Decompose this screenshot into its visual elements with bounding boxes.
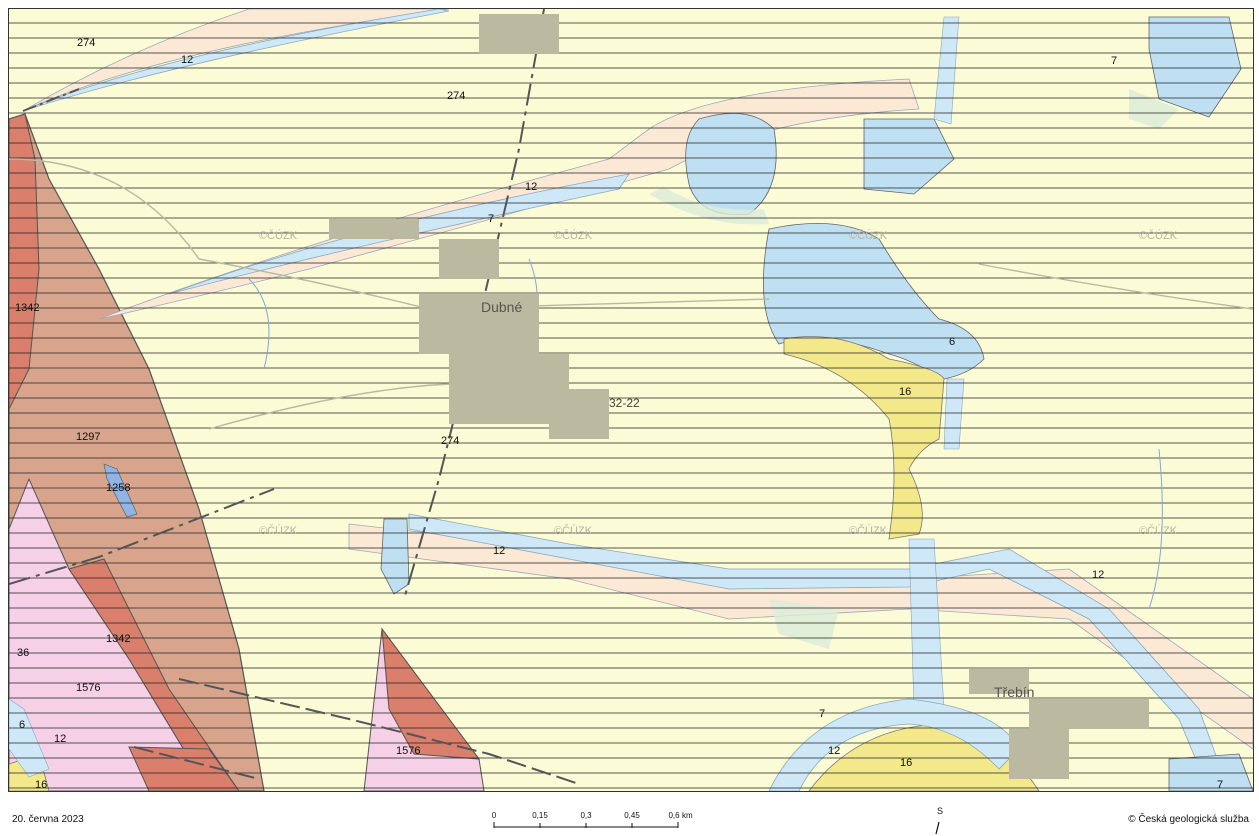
scale-bar: 0 0,15 0,3 0,45 0,6 km xyxy=(492,811,693,828)
watermark: ©ČÚZK xyxy=(554,229,593,242)
unit-label: 7 xyxy=(1111,55,1117,67)
copyright-credit: © Česká geologická služba xyxy=(1128,814,1249,825)
hatch-overlay xyxy=(9,9,1253,791)
unit-label: 16 xyxy=(900,757,912,769)
unit-label: 1297 xyxy=(76,431,100,443)
unit-label: 1342 xyxy=(106,633,130,645)
unit-label: 16 xyxy=(899,386,911,398)
scale-tick-label: 0 xyxy=(492,811,497,820)
unit-label: 1576 xyxy=(76,682,100,694)
scale-tick-label: 0,15 xyxy=(532,811,548,820)
scale-unit: km xyxy=(682,811,693,820)
watermark: ©ČÚZK xyxy=(849,229,888,242)
unit-label: 274 xyxy=(441,435,459,447)
town-label-trebin: Třebín xyxy=(994,684,1034,700)
watermark: ©ČÚZK xyxy=(1139,524,1178,537)
watermark: ©ČÚZK xyxy=(259,524,298,537)
unit-label: 7 xyxy=(488,213,494,225)
unit-label: 7 xyxy=(1217,779,1223,791)
unit-label: 274 xyxy=(77,37,95,49)
unit-label: 7 xyxy=(819,708,825,720)
village-dubne-buildings xyxy=(329,14,609,439)
unit-label: 12 xyxy=(1092,569,1104,581)
watermark: ©ČÚZK xyxy=(554,524,593,537)
unit-label: 12 xyxy=(54,733,66,745)
fault-line xyxy=(9,488,275,585)
print-date: 20. června 2023 xyxy=(12,814,84,825)
north-arrow-icon: S xyxy=(935,806,943,834)
fault-line xyxy=(178,678,580,785)
map-canvas[interactable]: ©ČÚZK ©ČÚZK ©ČÚZK ©ČÚZK ©ČÚZK ©ČÚZK ©ČÚZ… xyxy=(9,9,1253,791)
unit-label: 1342 xyxy=(15,302,39,314)
unit-label: 1258 xyxy=(106,482,130,494)
unit-label: 12 xyxy=(493,545,505,557)
scale-tick-label: 0,6 xyxy=(668,811,680,820)
unit-label: 36 xyxy=(17,647,29,659)
watermark: ©ČÚZK xyxy=(849,524,888,537)
unit-label: 274 xyxy=(447,90,465,102)
watermark: ©ČÚZK xyxy=(1139,229,1178,242)
fault-line xyxy=(133,746,260,780)
road-line xyxy=(978,263,1253,310)
unit-labels: 274 12 274 12 7 1342 1297 1258 6 16 12 1… xyxy=(15,37,1223,791)
road-line xyxy=(9,158,770,310)
unit-label: 1576 xyxy=(396,745,420,757)
scale-tick-label: 0,45 xyxy=(624,811,640,820)
map-sheet-label: 32-22 xyxy=(609,396,640,410)
watermark: ©ČÚZK xyxy=(259,229,298,242)
unit-label: 6 xyxy=(19,719,25,731)
unit-label: 12 xyxy=(525,181,537,193)
north-label: S xyxy=(937,806,943,816)
geological-map[interactable]: ©ČÚZK ©ČÚZK ©ČÚZK ©ČÚZK ©ČÚZK ©ČÚZK ©ČÚZ… xyxy=(8,8,1254,792)
map-footer: 20. června 2023 0 0,15 0,3 0,45 0,6 km S… xyxy=(0,792,1259,836)
unit-label: 12 xyxy=(181,54,193,66)
scale-tick-label: 0,3 xyxy=(580,811,592,820)
unit-label: 16 xyxy=(35,779,47,791)
town-label-dubne: Dubné xyxy=(481,299,522,315)
unit-label: 12 xyxy=(828,745,840,757)
fault-line xyxy=(22,88,80,112)
village-trebin-buildings xyxy=(969,669,1149,779)
unit-label: 6 xyxy=(949,336,955,348)
